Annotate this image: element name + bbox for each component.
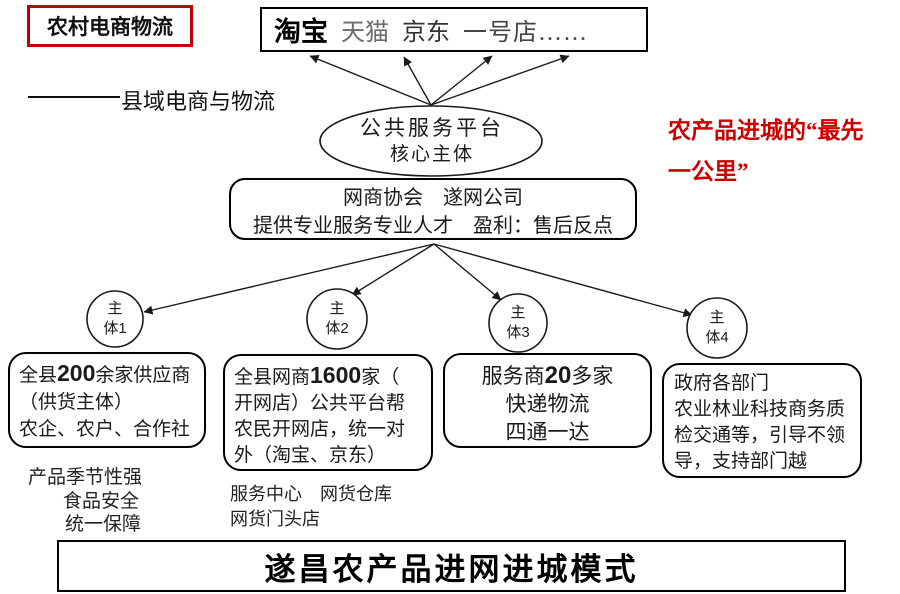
footer-title: 遂昌农产品进网进城模式	[264, 551, 639, 587]
legend-label: 县域电商与物流	[121, 89, 276, 114]
service-org-names: 网商协会 遂网公司	[343, 187, 523, 209]
subject-2-label: 主 体2	[325, 301, 349, 337]
page-title-box: 农村电商物流	[27, 5, 193, 47]
marketplace-yhd: 一号店……	[463, 20, 588, 46]
footer-title-box: 遂昌农产品进网进城模式	[57, 540, 846, 592]
netshops-notes: 服务中心 网货仓库 网货门头店	[230, 484, 392, 529]
government-line1: 政府各部门	[674, 373, 770, 394]
netshops-box: 全县网商1600家（ 开网店）公共平台帮 农民开网店，统一对 外（淘宝、京东）	[223, 354, 433, 471]
arrows-to-subjects	[143, 243, 693, 318]
government-box: 政府各部门 农业林业科技商务质 检交通等，引导不领 导，支持部门越	[662, 363, 862, 478]
platform-role: 核心主体	[389, 144, 474, 165]
marketplaces-box: 淘宝 天猫 京东 一号店……	[260, 7, 648, 52]
logistics-line2: 快递物流	[505, 392, 590, 416]
netshops-line3: 农民开网店，统一对	[234, 419, 406, 440]
red-annotation-line1: 农产品进城的“最先	[668, 118, 864, 143]
arrows-to-marketplaces	[309, 54, 570, 106]
suppliers-box: 全县200余家供应商 （供货主体） 农企、农户、合作社	[8, 352, 206, 448]
logistics-line3: 四通一达	[505, 420, 590, 444]
legend-line	[28, 96, 120, 98]
marketplace-tmall: 天猫	[341, 20, 389, 46]
suppliers-note-1: 产品季节性强	[28, 467, 143, 488]
platform-name: 公共服务平台	[360, 116, 504, 140]
suppliers-line3: 农企、农户、合作社	[19, 419, 191, 440]
marketplace-taobao: 淘宝	[274, 17, 328, 47]
suppliers-line1: 全县200余家供应商	[19, 360, 191, 386]
page-title: 农村电商物流	[47, 16, 173, 39]
government-line3: 检交通等，引导不领	[674, 425, 846, 446]
subject-1-label: 主 体1	[103, 301, 127, 337]
government-line2: 农业林业科技商务质	[674, 399, 846, 420]
netshops-line4: 外（淘宝、京东）	[234, 445, 387, 466]
logistics-box: 服务商20多家 快递物流 四通一达	[443, 353, 652, 448]
service-org-desc: 提供专业服务专业人才 盈利：售后反点	[253, 215, 613, 237]
subject-4-label: 主 体4	[705, 310, 729, 346]
netshops-line2: 开网店）公共平台帮	[234, 393, 406, 414]
suppliers-line2: （供货主体）	[19, 392, 134, 413]
subject-3-label: 主 体3	[506, 305, 530, 341]
red-annotation: 农产品进城的“最先 一公里”	[668, 110, 894, 192]
platform-ellipse-label: 公共服务平台 核心主体	[321, 114, 543, 168]
logistics-line1: 服务商20多家	[481, 362, 614, 389]
red-annotation-line2: 一公里”	[668, 159, 749, 184]
marketplace-jd: 京东	[402, 20, 450, 46]
service-org-box: 网商协会 遂网公司 提供专业服务专业人才 盈利：售后反点	[229, 178, 637, 240]
government-line4: 导，支持部门越	[674, 451, 808, 472]
netshops-line1: 全县网商1600家（	[234, 362, 400, 388]
suppliers-note-2: 食品安全	[63, 491, 140, 512]
suppliers-note-3: 统一保障	[65, 514, 142, 535]
